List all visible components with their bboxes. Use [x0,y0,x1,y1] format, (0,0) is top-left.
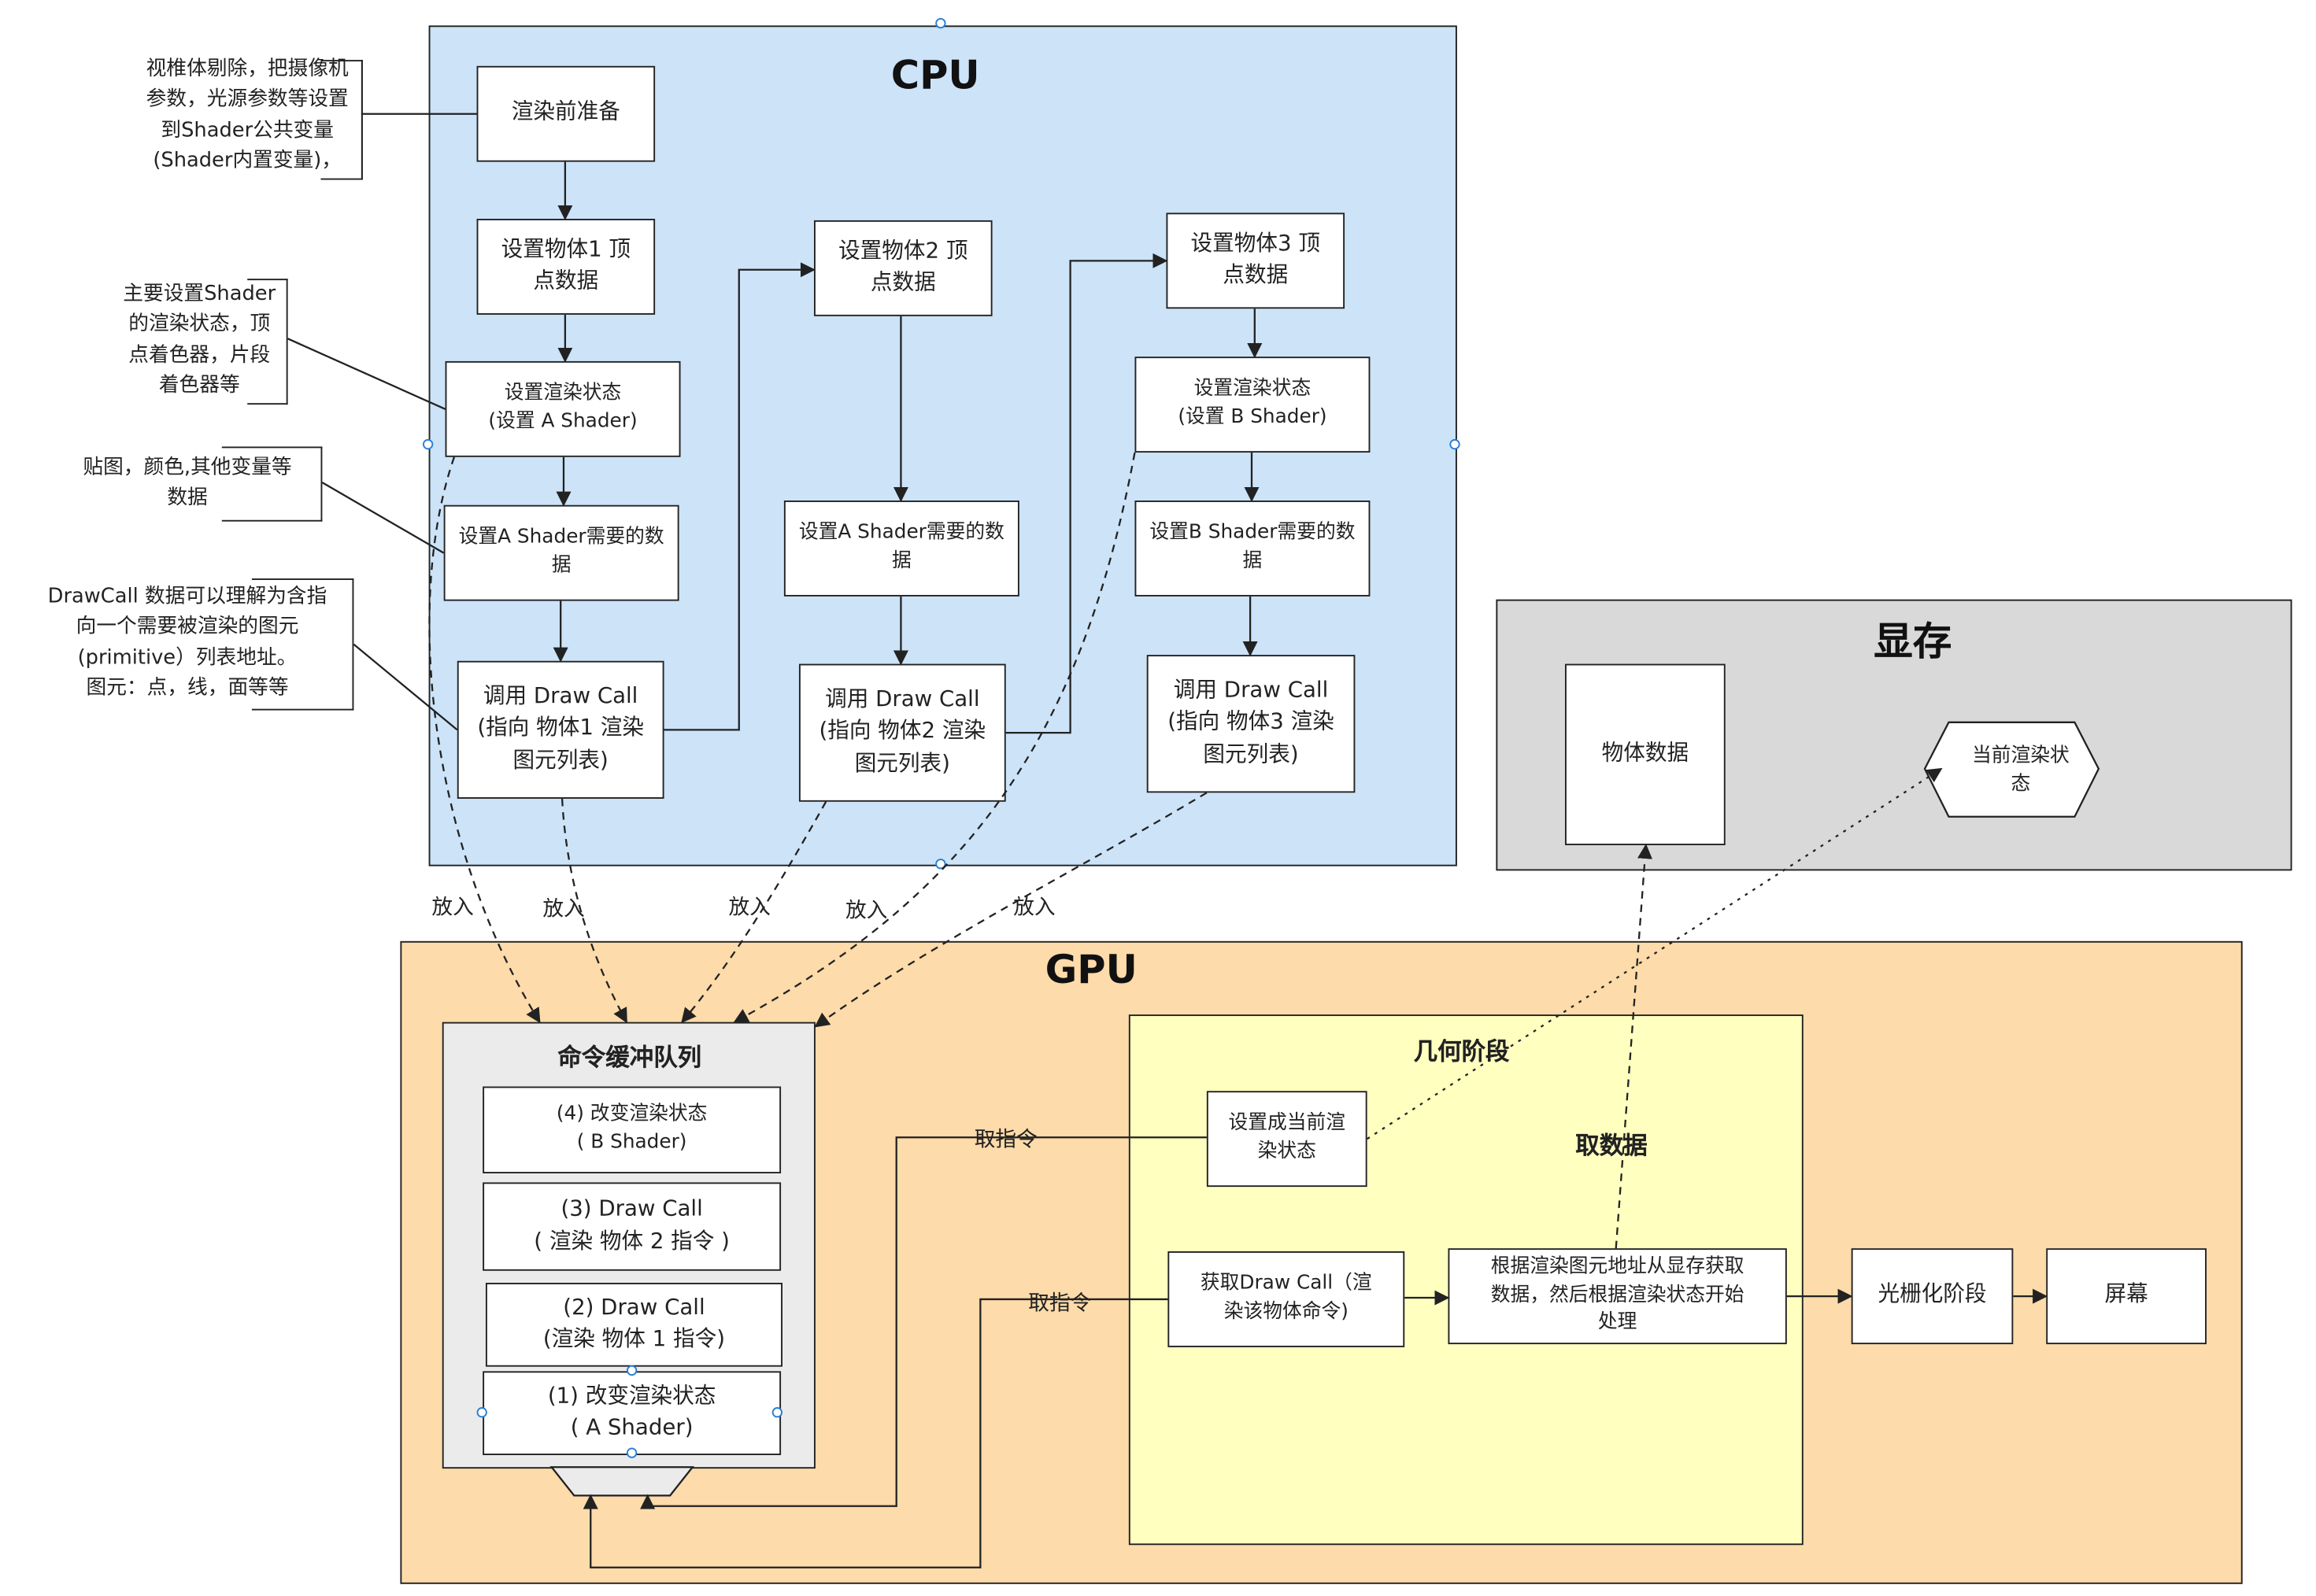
note-render-state: 主要设置Shader 的渲染状态，顶 点着色器，片段 着色器等 [123,281,276,397]
current-render-state-label: 当前渲染状 态 [1971,744,2070,796]
note-pre-render: 视椎体剔除，把摄像机 参数，光源参数等设置 到Shader公共变量 (Shade… [146,57,349,172]
object1-shader-data-box[interactable]: 设置A Shader需要的数 据 [443,504,679,601]
cpu-title: CPU [890,54,980,99]
put-label: 放入 [1013,896,1056,921]
object1-render-state-box[interactable]: 设置渲染状态 (设置 A Shader) [445,360,681,457]
note-bracket [221,446,323,522]
queue-title: 命令缓冲队列 [557,1043,702,1072]
note-shader-data: 贴图，颜色,其他变量等 数据 [83,455,292,510]
object2-vertex-box[interactable]: 设置物体2 顶 点数据 [813,220,993,316]
object3-shader-data-box[interactable]: 设置B Shader需要的数 据 [1134,501,1371,597]
put-label: 放入 [728,896,771,921]
set-current-state-box[interactable]: 设置成当前渲 染状态 [1206,1091,1367,1188]
object3-vertex-box[interactable]: 设置物体3 顶 点数据 [1166,212,1345,309]
selection-handle[interactable] [1449,438,1460,450]
screen-box[interactable]: 屏幕 [2046,1248,2207,1345]
note-bracket [320,60,363,180]
queue-item-4[interactable]: (4) 改变渲染状态 ( B Shader) [483,1086,782,1173]
object2-shader-data-box[interactable]: 设置A Shader需要的数 据 [783,501,1019,597]
object-data-box[interactable]: 物体数据 [1564,663,1726,845]
object1-vertex-box[interactable]: 设置物体1 顶 点数据 [476,219,656,315]
fetch-command-label: 取指令 [1028,1291,1092,1316]
selection-handle[interactable] [626,1447,638,1458]
selection-handle[interactable] [935,17,946,29]
note-bracket [247,279,288,405]
process-data-box[interactable]: 根据渲染图元地址从显存获取 数据，然后根据渲染状态开始 处理 [1448,1248,1787,1345]
gpu-title: GPU [1045,948,1138,994]
queue-item-3[interactable]: (3) Draw Call ( 渲染 物体 2 指令 ) [483,1182,782,1271]
note-bracket [251,578,354,711]
queue-funnel [549,1466,695,1497]
queue-item-2[interactable]: (2) Draw Call (渲染 物体 1 指令) [485,1282,782,1367]
selection-handle[interactable] [422,438,434,450]
geometry-stage-title: 几何阶段 [1413,1036,1510,1066]
put-label: 放入 [845,899,888,923]
get-draw-call-box[interactable]: 获取Draw Call（渲 染该物体命令) [1167,1251,1405,1347]
note-leader [321,482,445,554]
selection-handle[interactable] [771,1407,782,1418]
fetch-data-label: 取数据 [1575,1131,1648,1160]
note-leader [287,338,446,410]
selection-handle[interactable] [935,859,946,870]
object3-draw-call-box[interactable]: 调用 Draw Call (指向 物体3 渲染 图元列表) [1146,655,1356,793]
note-draw-call: DrawCall 数据可以理解为含指 向一个需要被渲染的图元 (primitiv… [47,584,327,700]
rasterization-box[interactable]: 光栅化阶段 [1851,1248,2014,1345]
object2-draw-call-box[interactable]: 调用 Draw Call (指向 物体2 渲染 图元列表) [798,663,1006,802]
vram-title: 显存 [1874,620,1952,666]
object3-render-state-box[interactable]: 设置渲染状态 (设置 B Shader) [1134,357,1371,453]
pre-render-box[interactable]: 渲染前准备 [476,65,656,162]
selection-handle[interactable] [476,1407,487,1418]
fetch-command-label: 取指令 [974,1128,1038,1153]
put-label: 放入 [542,897,585,922]
put-label: 放入 [431,896,474,921]
object1-draw-call-box[interactable]: 调用 Draw Call (指向 物体1 渲染 图元列表) [457,660,664,799]
queue-item-1[interactable]: (1) 改变渲染状态 ( A Shader) [483,1371,782,1455]
selection-handle[interactable] [626,1365,638,1376]
